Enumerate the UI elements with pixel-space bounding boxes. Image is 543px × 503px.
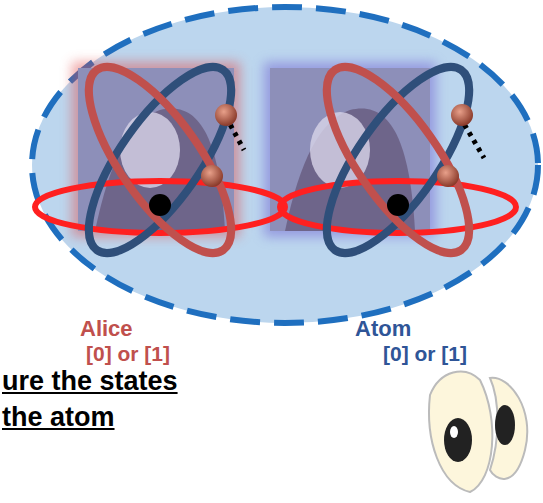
- alice-atom: [35, 47, 285, 273]
- system-name: Atom: [355, 316, 467, 342]
- atom-label: Alice[0] or [1]: [80, 316, 170, 366]
- system-boundary: [32, 7, 538, 323]
- atom-atom: [280, 47, 516, 273]
- eye-icon: [429, 372, 527, 492]
- atom-label: Atom[0] or [1]: [355, 316, 467, 366]
- caption-text: ure the states: [2, 366, 178, 397]
- system-name: Alice: [80, 316, 170, 342]
- state-label: [0] or [1]: [383, 342, 467, 366]
- state-label: [0] or [1]: [86, 342, 170, 366]
- caption-text: the atom: [2, 402, 115, 433]
